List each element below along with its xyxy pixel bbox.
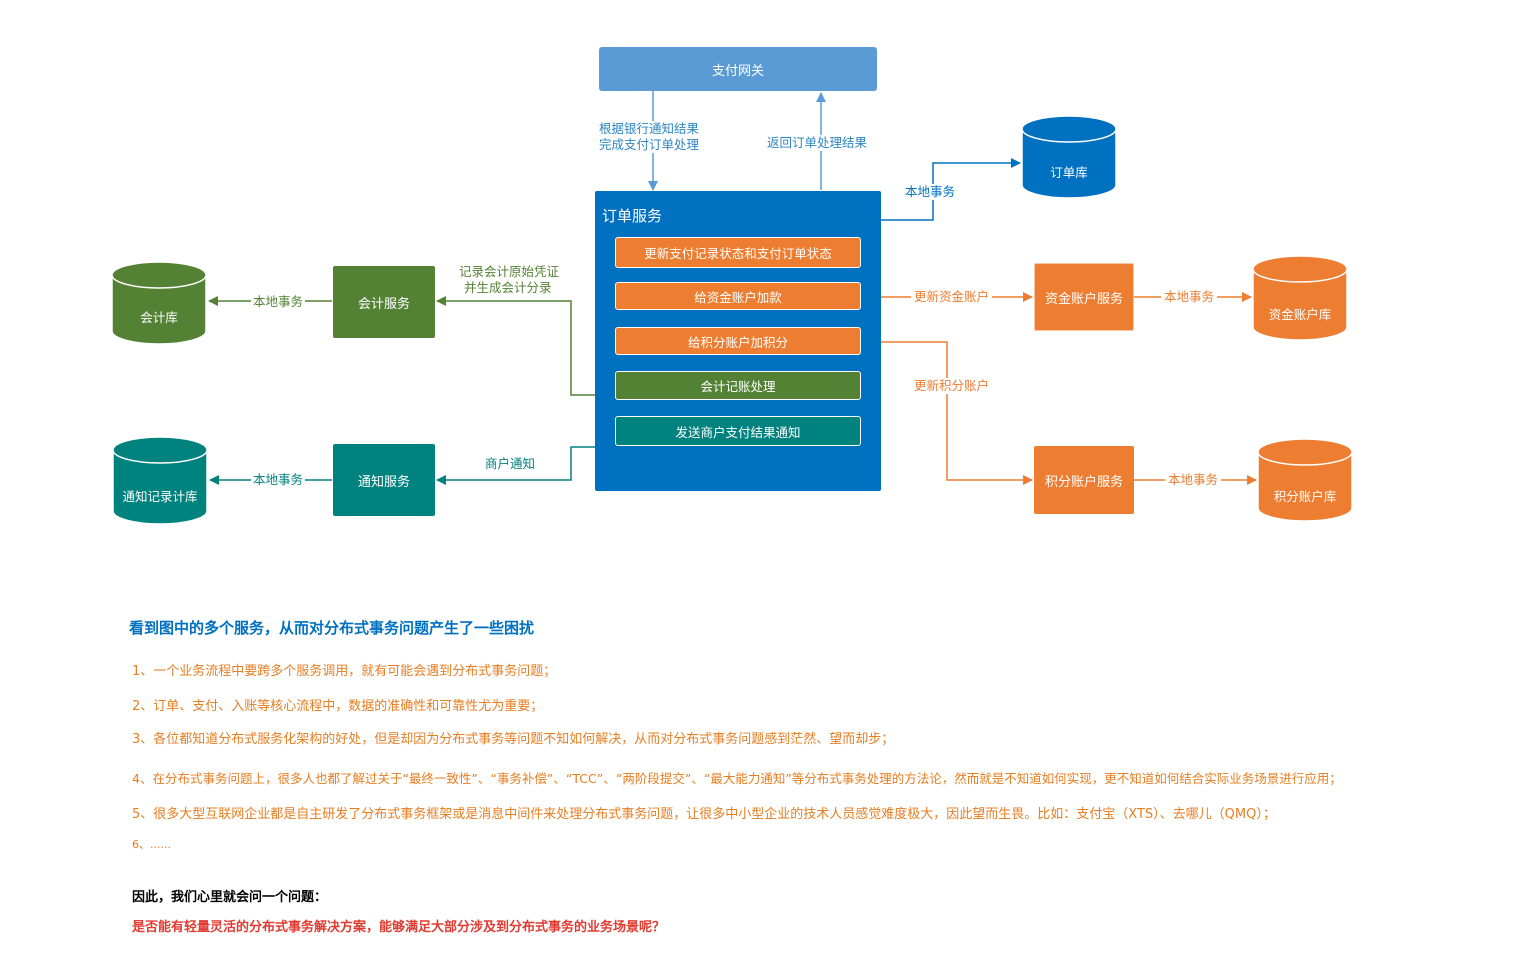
note-item-1: 1、一个业务流程中要跨多个服务调用，就有可能会遇到分布式事务问题； <box>132 664 557 679</box>
question-intro: 因此，我们心里就会问一个问题： <box>132 890 328 905</box>
points-edge-label: 更新积分账户 <box>913 378 991 394</box>
note-item-4: 4、在分布式事务问题上，很多人也都了解过关于“最终一致性”、“事务补偿”、“TC… <box>132 771 1342 786</box>
step-fund-credit: 给资金账户加款 <box>615 282 861 310</box>
gateway-down-label-1: 根据银行通知结果 <box>599 121 700 137</box>
note-item-2: 2、订单、支付、入账等核心流程中，数据的准确性和可靠性尤为重要； <box>132 699 544 714</box>
fund-db-label: 资金账户库 <box>1268 307 1332 322</box>
points-db-label: 积分账户库 <box>1273 489 1337 504</box>
step-points-credit: 给积分账户加积分 <box>615 327 861 355</box>
note-item-6: 6、...... <box>132 838 171 851</box>
gateway-up-label: 返回订单处理结果 <box>767 135 868 151</box>
points-db-cylinder <box>1257 438 1353 522</box>
notify-service-arrow <box>436 446 595 485</box>
fund-db-cylinder <box>1252 255 1348 341</box>
points-db-edge-label: 本地事务 <box>1165 472 1222 488</box>
points-account-service: 积分账户服务 <box>1034 446 1134 514</box>
points-service-arrow <box>861 341 1033 485</box>
note-item-5: 5、很多大型互联网企业都是自主研发了分布式事务框架或是消息中间件来处理分布式事务… <box>132 807 1276 822</box>
gateway-down-label-2: 完成支付订单处理 <box>599 137 700 153</box>
notify-db-edge-label: 本地事务 <box>251 472 306 488</box>
note-item-3: 3、各位都知道分布式服务化架构的好处，但是却因为分布式事务等问题不知如何解决，从… <box>132 732 895 747</box>
notify-service: 通知服务 <box>333 444 435 516</box>
order-db-label: 订单库 <box>1050 165 1088 180</box>
accounting-edge-label-1: 记录会计原始凭证 <box>459 264 560 280</box>
fund-account-service: 资金账户服务 <box>1034 263 1134 331</box>
notify-edge-label: 商户通知 <box>485 456 536 472</box>
notify-db-cylinder <box>112 436 208 525</box>
accounting-db-label: 会计库 <box>140 310 178 325</box>
order-db-edge-label: 本地事务 <box>905 184 956 200</box>
accounting-db-cylinder <box>111 261 207 345</box>
step-notify-merchant: 发送商户支付结果通知 <box>615 416 861 446</box>
step-update-status: 更新支付记录状态和支付订单状态 <box>615 237 861 268</box>
notify-db-label: 通知记录计库 <box>122 489 198 504</box>
order-db-cylinder <box>1021 115 1117 199</box>
accounting-service: 会计服务 <box>333 266 435 338</box>
fund-edge-label: 更新资金账户 <box>911 289 993 305</box>
order-service-title: 订单服务 <box>602 207 663 225</box>
payment-gateway: 支付网关 <box>599 47 877 91</box>
question-text: 是否能有轻量灵活的分布式事务解决方案，能够满足大部分涉及到分布式事务的业务场景呢… <box>132 920 666 935</box>
accounting-service-arrow <box>436 296 595 396</box>
section-heading: 看到图中的多个服务，从而对分布式事务问题产生了一些困扰 <box>129 619 535 637</box>
step-accounting: 会计记账处理 <box>615 371 861 400</box>
fund-db-edge-label: 本地事务 <box>1161 289 1218 305</box>
accounting-db-edge-label: 本地事务 <box>251 294 306 310</box>
accounting-edge-label-2: 并生成会计分录 <box>464 280 552 296</box>
